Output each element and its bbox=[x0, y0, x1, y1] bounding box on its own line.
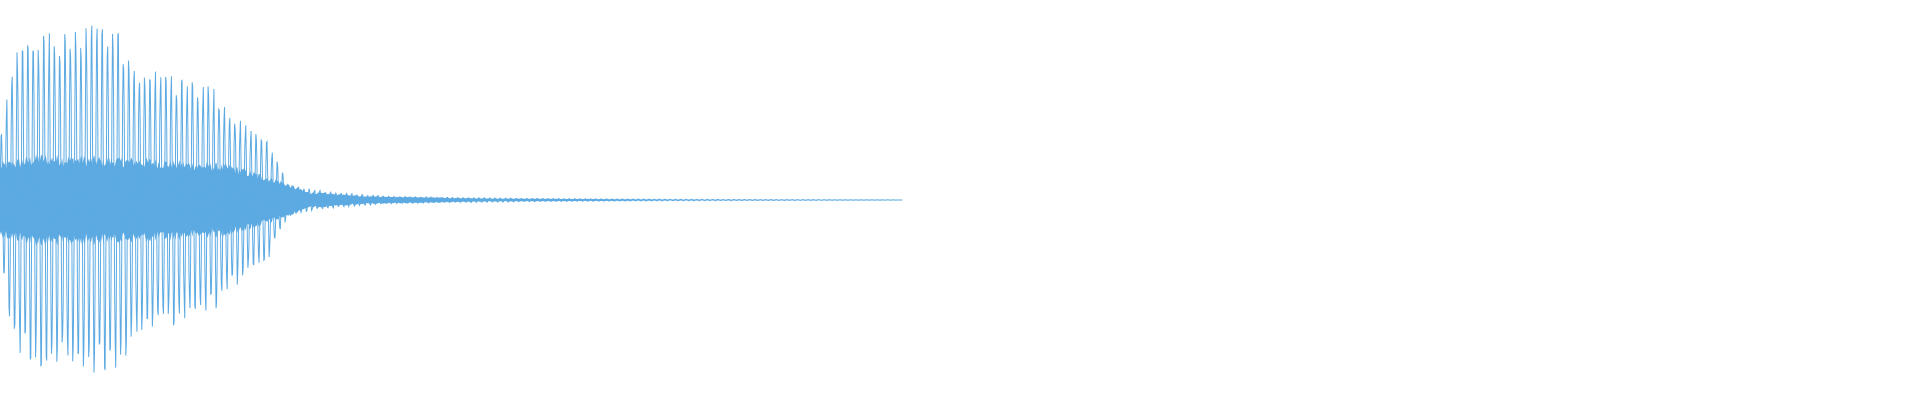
waveform-trace-group bbox=[0, 25, 903, 373]
